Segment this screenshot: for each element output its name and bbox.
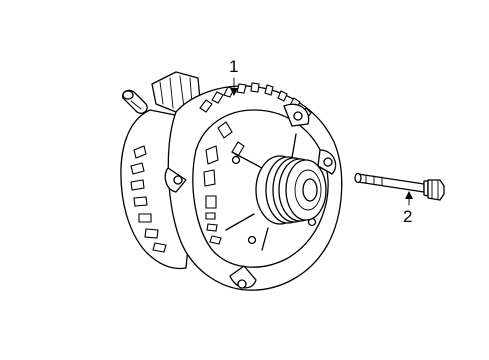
mounting-ears [164,103,337,289]
alternator[interactable] [120,71,343,291]
front-vent-slots [203,121,245,245]
callout-number-1: 1 [229,57,238,76]
bolt[interactable] [354,172,445,201]
callout-number-2: 2 [403,207,412,226]
callout-2: 2 [403,191,413,226]
callout-1: 1 [229,57,238,96]
pulley [255,155,327,225]
callout-arrow-1 [230,88,238,96]
terminal-post [122,89,148,114]
rear-vent-fins [130,145,167,253]
callout-arrow-2 [405,191,413,199]
